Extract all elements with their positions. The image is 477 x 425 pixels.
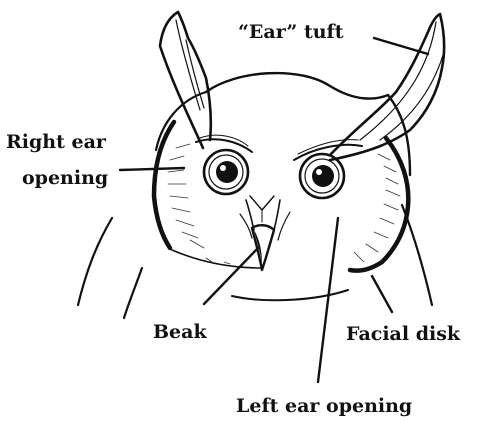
leader-facial-disk: [372, 276, 392, 312]
label-facial-disk: Facial disk: [346, 323, 461, 345]
beak: [252, 225, 274, 270]
leader-ear-tuft: [374, 38, 428, 54]
label-ear-tuft: “Ear” tuft: [238, 21, 344, 43]
leader-left-ear-opening: [318, 218, 338, 382]
left-eye: [300, 154, 344, 198]
ear-tuft-right: [160, 12, 211, 148]
label-right-ear-opening-line1: Right ear: [6, 131, 107, 153]
right-eye: [204, 150, 248, 194]
label-beak: Beak: [153, 321, 207, 343]
nasal-feathers: [240, 196, 290, 240]
label-right-ear-opening-line2: opening: [22, 167, 108, 189]
leader-right-ear-opening: [120, 168, 184, 170]
disk-feather-hatching: [168, 144, 400, 264]
label-left-ear-opening: Left ear opening: [236, 395, 412, 417]
leader-beak: [204, 248, 258, 304]
facial-disk: [154, 122, 408, 271]
